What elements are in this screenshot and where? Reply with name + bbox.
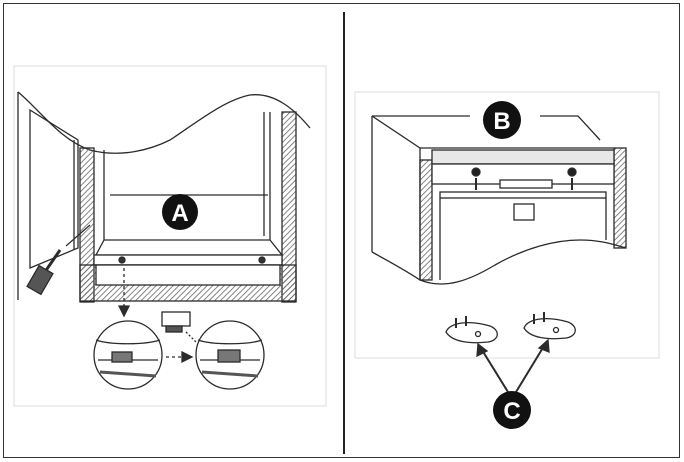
cabinet-right-wall xyxy=(281,111,297,303)
screw-icon xyxy=(471,167,481,177)
callout-b-label: B xyxy=(493,108,510,135)
latch-block xyxy=(513,203,535,221)
callout-c-label: C xyxy=(503,398,520,425)
screw-icon xyxy=(567,167,577,177)
callout-a: A xyxy=(162,194,198,230)
right-panel xyxy=(354,91,660,393)
callout-b: B xyxy=(483,101,521,139)
panel-divider xyxy=(343,12,345,454)
screw-icon xyxy=(118,256,126,264)
bracket-icon xyxy=(26,264,54,296)
hinge-plate-right xyxy=(523,312,576,340)
arrow-icon xyxy=(476,342,489,358)
arrow-right-icon xyxy=(181,350,194,364)
cabinet-left-wall xyxy=(79,147,95,303)
arrow-down-icon xyxy=(117,305,131,318)
cutaway-edge xyxy=(371,239,627,285)
door-panel xyxy=(29,108,79,269)
top-rail xyxy=(431,149,615,165)
detail-circle-after xyxy=(195,320,265,390)
screw-icon xyxy=(258,256,266,264)
cabinet-left-wall xyxy=(419,159,433,281)
cutaway-edge xyxy=(17,91,311,154)
left-panel xyxy=(13,65,327,407)
figure-frame xyxy=(3,3,680,458)
arrow-icon xyxy=(537,338,550,353)
clip-part xyxy=(161,311,197,343)
detail-circle-before xyxy=(93,320,163,390)
cabinet-right-wall xyxy=(613,147,627,249)
callout-c: C xyxy=(493,391,531,429)
niche-inner xyxy=(103,112,271,241)
hinge-plate-left xyxy=(445,316,498,344)
callout-a-label: A xyxy=(171,200,188,227)
